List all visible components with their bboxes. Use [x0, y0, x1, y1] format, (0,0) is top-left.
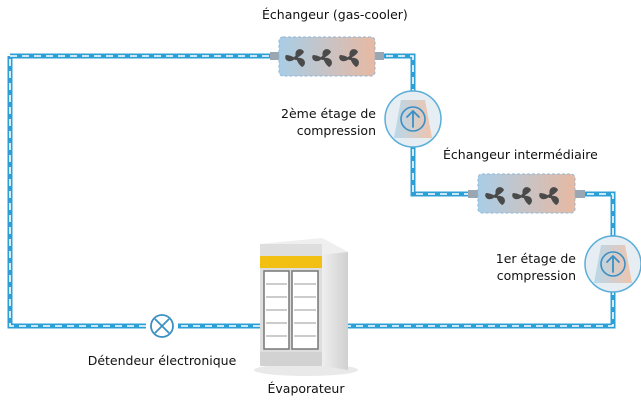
intermediate-exchanger: [468, 173, 585, 214]
arrow-up-icon: [400, 106, 426, 132]
gas-cooler-exchanger: [270, 36, 384, 77]
first-stage-label-line2: compression: [496, 268, 576, 283]
display-refrigerator-icon: [254, 238, 358, 376]
second-stage-label-line1: 2ème étage de: [281, 106, 376, 121]
arrow-up-icon: [600, 251, 626, 277]
first-stage-compressor: [584, 235, 641, 293]
intermediate-exchanger-label: Échangeur intermédiaire: [443, 147, 598, 162]
gas-cooler-label: Échangeur (gas-cooler): [262, 7, 408, 22]
second-stage-compressor: [384, 90, 442, 148]
second-stage-label-line2: compression: [296, 123, 376, 138]
evaporator-label: Évaporateur: [267, 381, 345, 396]
first-stage-label-line1: 1er étage de: [495, 251, 576, 266]
expansion-valve-icon: [150, 314, 174, 338]
expansion-valve-label: Détendeur électronique: [87, 353, 237, 368]
